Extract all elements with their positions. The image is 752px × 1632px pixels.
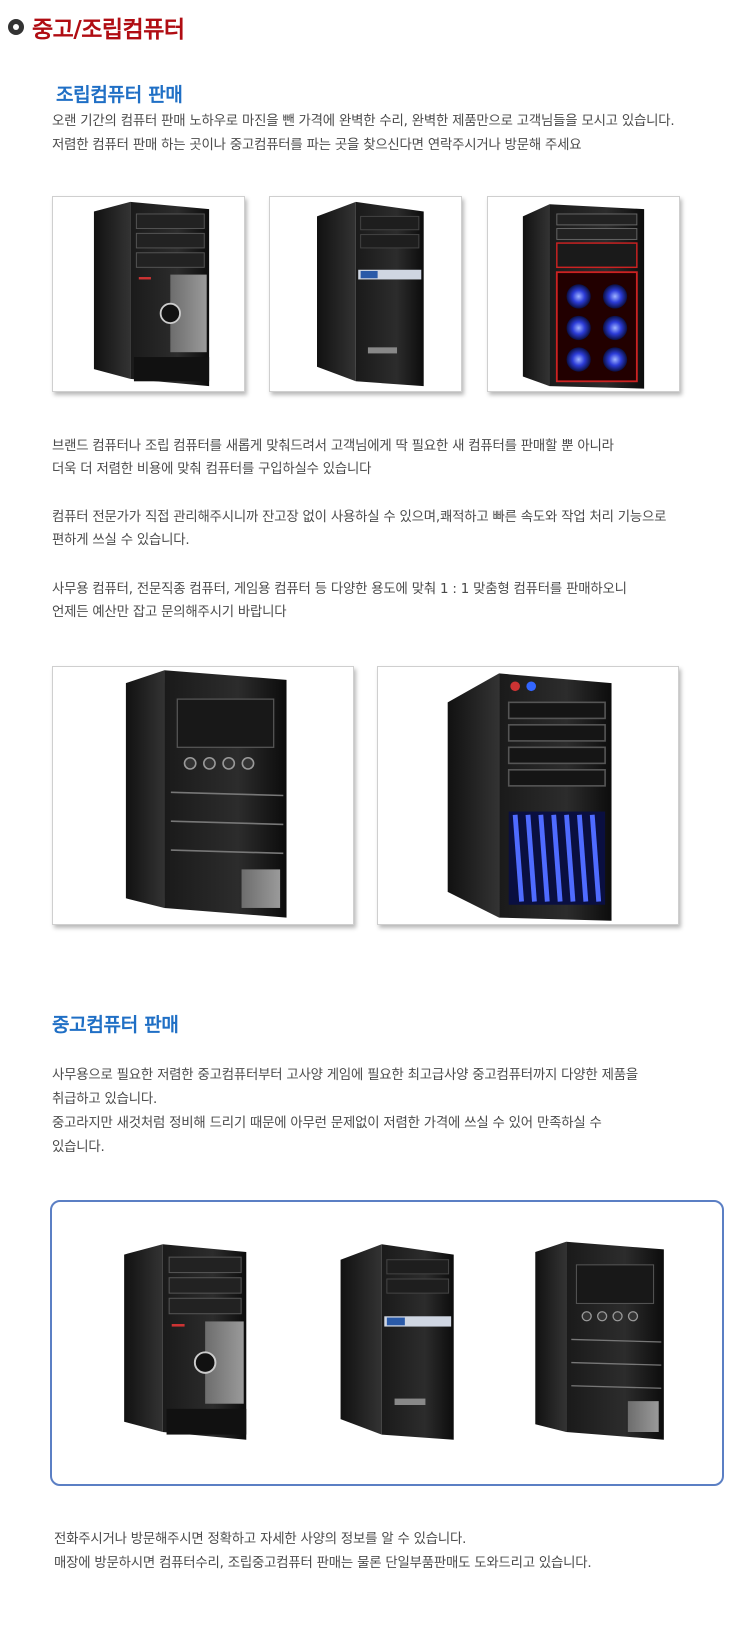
pc-photo-1 [52, 196, 245, 392]
assembled-intro-line-2: 저렴한 컴퓨터 판매 하는 곳이나 중고컴퓨터를 파는 곳을 찾으신다면 연락주… [52, 138, 582, 153]
page-title: 중고/조립컴퓨터 [32, 17, 185, 43]
used-body-line-2: 취급하고 있습니다. [52, 1092, 158, 1107]
assembled-intro-line-1: 오랜 기간의 컴퓨터 판매 노하우로 마진을 뺀 가격에 완벽한 수리, 완벽한… [52, 114, 675, 129]
assembled-body-line-3: 컴퓨터 전문가가 직접 관리해주시니까 잔고장 없이 사용하실 수 있으며,쾌적… [52, 510, 667, 525]
pc-photo-5 [377, 666, 679, 925]
pc-photo-3 [487, 196, 680, 392]
used-section-title: 중고컴퓨터 판매 [52, 1014, 179, 1036]
page-header: 중고/조립컴퓨터 [8, 10, 185, 44]
assembled-body-line-1: 브랜드 컴퓨터나 조립 컴퓨터를 새롭게 맞춰드려서 고객님에게 딱 필요한 새… [52, 439, 614, 454]
pc-photo-4 [52, 666, 354, 925]
assembled-body-line-5: 사무용 컴퓨터, 전문직종 컴퓨터, 게임용 컴퓨터 등 다양한 용도에 맞춰 … [52, 582, 627, 597]
gallery-pc-3 [507, 1232, 687, 1452]
used-pc-gallery [50, 1200, 724, 1486]
footer-line-2: 매장에 방문하시면 컴퓨터수리, 조립중고컴퓨터 판매는 물론 단일부품판매도 … [54, 1556, 592, 1571]
used-body-line-1: 사무용으로 필요한 저렴한 중고컴퓨터부터 고사양 게임에 필요한 최고급사양 … [52, 1068, 638, 1083]
assembled-section-title: 조립컴퓨터 판매 [56, 84, 183, 106]
assembled-body-line-2: 더욱 더 저렴한 비용에 맞춰 컴퓨터를 구입하실수 있습니다 [52, 462, 372, 477]
used-body-line-4: 있습니다. [52, 1140, 105, 1155]
assembled-body-line-6: 언제든 예산만 잡고 문의해주시기 바랍니다 [52, 605, 287, 620]
used-body-line-3: 중고라지만 새것처럼 정비해 드리기 때문에 아무런 문제없이 저렴한 가격에 … [52, 1116, 602, 1131]
assembled-body-line-4: 편하게 쓰실 수 있습니다. [52, 533, 190, 548]
footer-line-1: 전화주시거나 방문해주시면 정확하고 자세한 사양의 정보를 알 수 있습니다. [54, 1532, 467, 1547]
gallery-pc-1 [92, 1232, 272, 1452]
gallery-pc-2 [302, 1232, 482, 1452]
bullet-circle-icon [8, 19, 24, 35]
pc-photo-2 [269, 196, 462, 392]
